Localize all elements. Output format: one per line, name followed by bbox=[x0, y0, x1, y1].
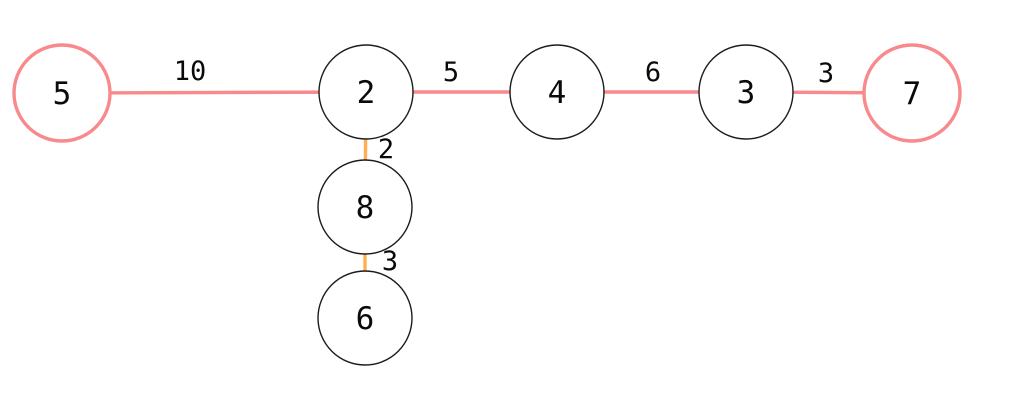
node-8 bbox=[317, 159, 413, 255]
edges-layer bbox=[61, 90, 913, 318]
node-3-label: 3 bbox=[737, 75, 756, 111]
edge-2-4-weight-label: 5 bbox=[443, 57, 459, 88]
node-3 bbox=[698, 44, 794, 140]
node-4 bbox=[509, 44, 605, 140]
edge-4-3-weight-label: 6 bbox=[645, 57, 661, 88]
node-4-label: 4 bbox=[548, 75, 567, 111]
node-2-label: 2 bbox=[357, 75, 376, 111]
edge-8-6-weight-label: 3 bbox=[382, 246, 398, 277]
node-8-label: 8 bbox=[356, 190, 375, 226]
node-7 bbox=[862, 43, 962, 143]
node-6-label: 6 bbox=[356, 301, 375, 337]
node-7-label: 7 bbox=[903, 76, 922, 112]
edge-2-8-weight-label: 2 bbox=[378, 134, 394, 165]
edge-3-7-weight-label: 3 bbox=[818, 58, 834, 89]
node-2 bbox=[318, 44, 414, 140]
nodes-layer bbox=[12, 43, 962, 366]
edge-5-2-weight-label: 10 bbox=[174, 56, 207, 87]
node-6 bbox=[317, 270, 413, 366]
edge-5-2 bbox=[61, 90, 367, 95]
node-5 bbox=[12, 43, 112, 143]
node-5-label: 5 bbox=[53, 76, 72, 112]
